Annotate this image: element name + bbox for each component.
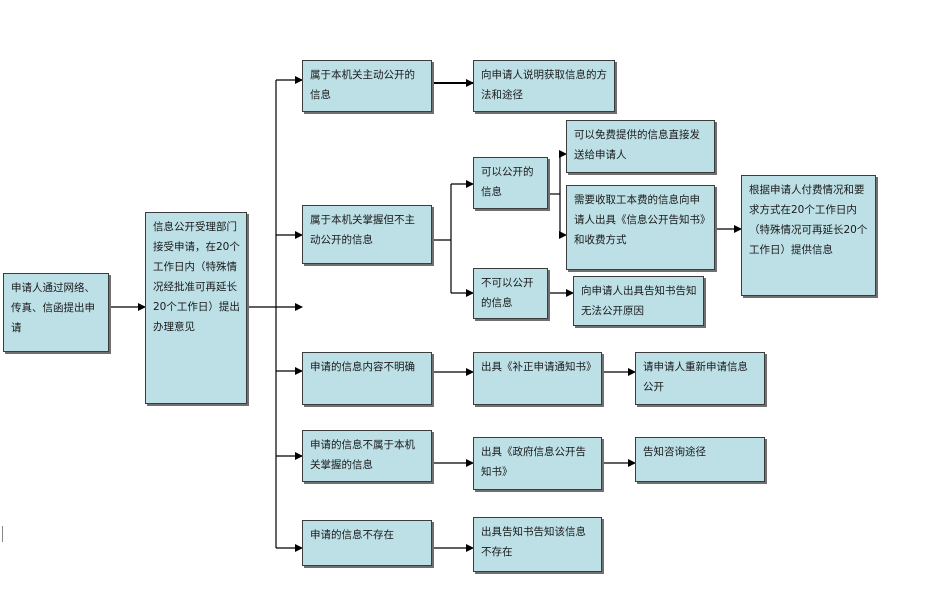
branch3-box: 申请的信息内容不明确 xyxy=(302,352,432,405)
start-box: 申请人通过网络、传真、信函提出申请 xyxy=(3,273,109,352)
branch2-no-text: 不可以公开的信息 xyxy=(481,277,534,309)
branch4-consult-box: 告知咨询途径 xyxy=(635,437,765,482)
branch4-notice-box: 出具《政府信息公开告知书》 xyxy=(473,437,602,490)
branch2-fee-text: 需要收取工本费的信息向申请人出具《信息公开告知书》和收费方式 xyxy=(574,194,706,246)
branch5-box: 申请的信息不存在 xyxy=(302,520,432,566)
branch1-text: 属于本机关主动公开的信息 xyxy=(310,69,415,101)
branch2-fee-box: 需要收取工本费的信息向申请人出具《信息公开告知书》和收费方式 xyxy=(566,185,715,270)
branch2-yes-box: 可以公开的信息 xyxy=(473,157,548,209)
branch2-free-text: 可以免费提供的信息直接发送给申请人 xyxy=(574,129,700,161)
branch2-yes-text: 可以公开的信息 xyxy=(481,166,534,198)
branch5-text: 申请的信息不存在 xyxy=(310,529,394,541)
branch4-consult-text: 告知咨询途径 xyxy=(643,446,706,458)
branch1-box: 属于本机关主动公开的信息 xyxy=(302,60,432,112)
branch2-no-box: 不可以公开的信息 xyxy=(473,268,548,319)
branch1-result-text: 向申请人说明获取信息的方法和途径 xyxy=(481,69,607,101)
branch4-text: 申请的信息不属于本机关掌握的信息 xyxy=(310,439,415,471)
branch3-reapply-box: 请申请人重新申请信息公开 xyxy=(635,352,765,405)
edge-tick-mark xyxy=(2,526,3,542)
branch2-free-box: 可以免费提供的信息直接发送给申请人 xyxy=(566,120,715,173)
branch3-reapply-text: 请申请人重新申请信息公开 xyxy=(643,361,748,393)
branch2-provide-text: 根据申请人付费情况和要求方式在20个工作日内（特殊情况可再延长20个工作日）提供… xyxy=(749,184,868,256)
branch3-notice-text: 出具《补正申请通知书》 xyxy=(481,361,597,373)
receive-text: 信息公开受理部门接受申请，在20个工作日内（特殊情况经批准可再延长20个工作日）… xyxy=(153,221,240,333)
branch5-notice-box: 出具告知书告知该信息不存在 xyxy=(473,517,602,572)
start-text: 申请人通过网络、传真、信函提出申请 xyxy=(11,282,95,334)
branch4-notice-text: 出具《政府信息公开告知书》 xyxy=(481,446,586,478)
branch3-text: 申请的信息内容不明确 xyxy=(310,361,415,373)
receive-box: 信息公开受理部门接受申请，在20个工作日内（特殊情况经批准可再延长20个工作日）… xyxy=(145,212,247,404)
branch1-result-box: 向申请人说明获取信息的方法和途径 xyxy=(473,60,615,112)
branch2-provide-box: 根据申请人付费情况和要求方式在20个工作日内（特殊情况可再延长20个工作日）提供… xyxy=(741,175,876,296)
branch2-no-notice-text: 向申请人出具告知书告知无法公开原因 xyxy=(581,285,697,317)
branch2-text: 属于本机关掌握但不主动公开的信息 xyxy=(310,214,415,246)
branch3-notice-box: 出具《补正申请通知书》 xyxy=(473,352,602,405)
branch2-no-notice-box: 向申请人出具告知书告知无法公开原因 xyxy=(573,276,704,326)
branch4-box: 申请的信息不属于本机关掌握的信息 xyxy=(302,430,432,482)
branch5-notice-text: 出具告知书告知该信息不存在 xyxy=(481,526,586,558)
branch2-box: 属于本机关掌握但不主动公开的信息 xyxy=(302,205,432,264)
